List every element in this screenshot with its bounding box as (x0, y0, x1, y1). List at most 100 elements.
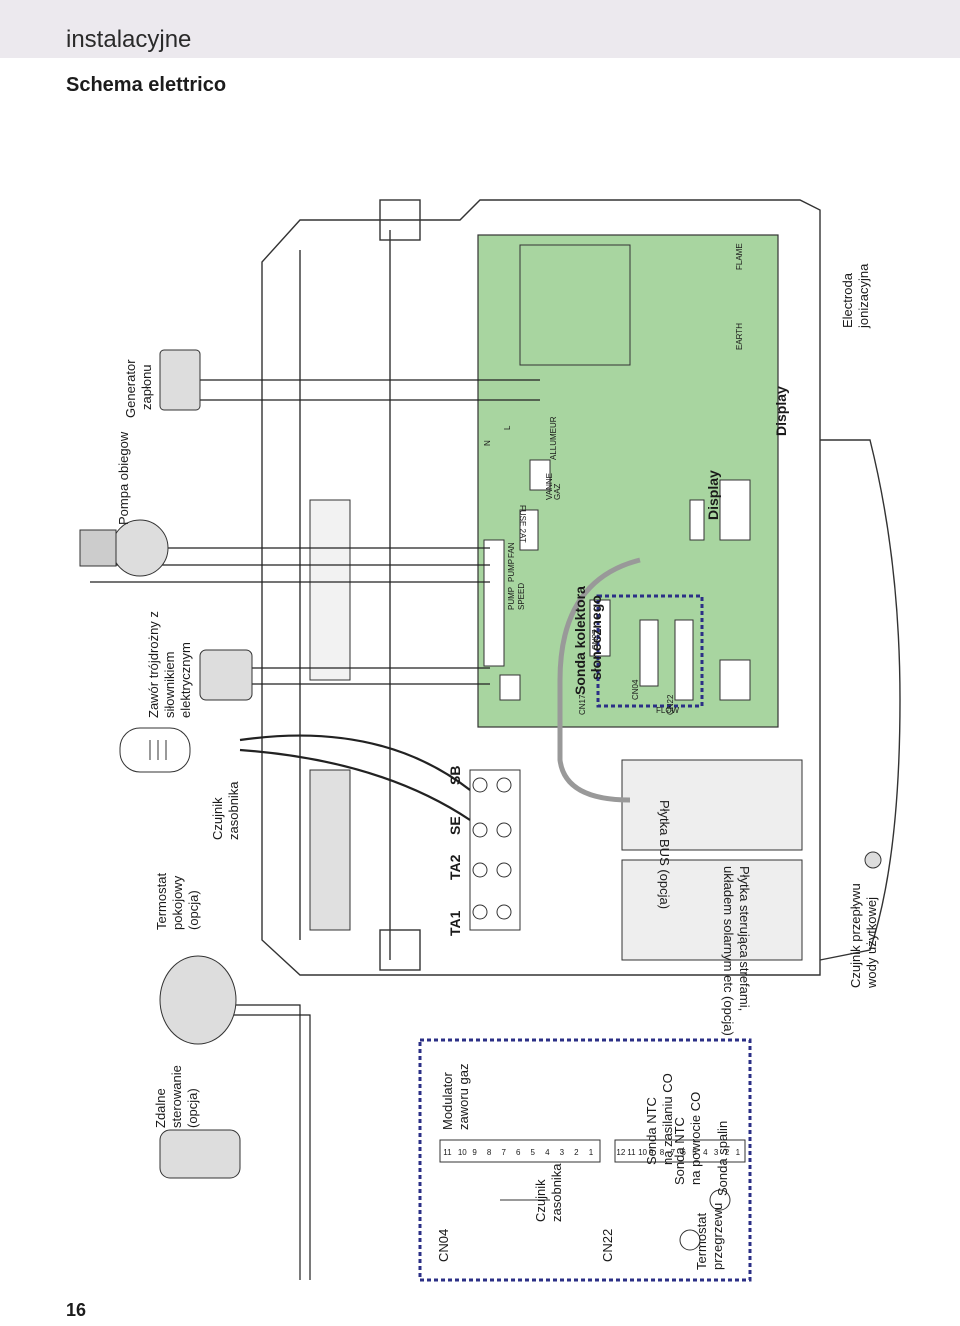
connector-pin: 4 (545, 1148, 550, 1157)
tank-sensor2-label-1: Czujnik (533, 1179, 548, 1222)
terminal-se: SE (447, 816, 463, 835)
ntc-supply-label-1: Sonda NTC (644, 1097, 659, 1165)
terminal-strip (469, 769, 521, 931)
flow-sensor-label-1: Czujnik przepływu (848, 883, 863, 988)
board-earth: EARTH (735, 323, 744, 350)
header-band (0, 0, 960, 58)
pump-label: Pompa obiegow (116, 431, 131, 525)
connector-pin: 11 (627, 1148, 636, 1157)
board-vanne-2: GAZ (553, 483, 562, 500)
circulation-pump (79, 519, 169, 577)
zone-board-label-2: układem solarnym etc (opcja) (721, 866, 736, 1036)
connector-pin: 3 (714, 1148, 719, 1157)
connector-pin: 11 (443, 1148, 452, 1157)
modulator-label-2: zaworu gaz (456, 1064, 471, 1130)
board-fuse: FUSE 2AT (518, 505, 527, 543)
inset-cn04-label: CN04 (436, 1229, 451, 1262)
display-label-right: Display (773, 386, 789, 436)
remote-label-2: sterowanie (169, 1065, 184, 1128)
connector-pin: 6 (681, 1148, 686, 1157)
zone-board (621, 859, 803, 961)
connector-pin: 8 (487, 1148, 492, 1157)
connector-pin: 10 (638, 1148, 647, 1157)
valve-label-3: elektrycznym (178, 642, 193, 718)
generator-label-1: Generator (123, 359, 138, 418)
connector-pin: 3 (560, 1148, 565, 1157)
tank-sensor2-label-2: zasobnika (549, 1163, 564, 1222)
overheat-label-1: Termostat (694, 1213, 709, 1270)
connector-pin: 1 (589, 1148, 594, 1157)
board-cn04: CN04 (631, 679, 640, 700)
board-cn17: CN17 (578, 694, 587, 715)
board-flame: FLAME (735, 243, 744, 270)
connector-pin: 10 (458, 1148, 467, 1157)
connector-pin: 5 (692, 1148, 697, 1157)
connector-pin: 7 (501, 1148, 506, 1157)
bus-board-label: Płytka BUS (opcja) (657, 800, 672, 909)
generator-label-2: zapłonu (139, 364, 154, 410)
connector-pin: 8 (660, 1148, 665, 1157)
ribbon-cable (557, 557, 641, 803)
connector-pin: 2 (725, 1148, 730, 1157)
flow-sensor-probe (864, 851, 882, 869)
board-flow: FLOW (656, 706, 680, 715)
remote-control (159, 1129, 241, 1179)
tank-sensor-label-2: zasobnika (226, 781, 241, 840)
board-connectors (483, 459, 694, 701)
boiler-casing (261, 199, 901, 976)
remote-label-3: (opcja) (185, 1088, 200, 1128)
thermostat-label-1: Termostat (154, 873, 169, 930)
solar-sensor-label-2: słonecznego (588, 595, 604, 680)
board-cn27: CN27 (591, 629, 600, 650)
flow-sensor-label-2: wody użytkowej (864, 897, 879, 989)
terminal-sb: SB (447, 766, 463, 785)
solar-sensor-label-1: Sonda kolektora (572, 586, 588, 695)
room-thermostat (159, 955, 237, 1045)
board-pump-speed-1: PUMP (507, 587, 516, 610)
electrode-label-1: Electroda (840, 272, 855, 328)
inset-box (418, 1038, 752, 1282)
electrode-label-2: jonizacyjna (856, 263, 871, 329)
ignition-generator (159, 349, 201, 411)
connector-pin: 1 (736, 1148, 741, 1157)
bus-outline (596, 594, 704, 708)
ntc-supply-label-2: na zasilaniu CO (660, 1073, 675, 1165)
tank-sensor-symbol (119, 727, 191, 773)
terminal-ta1: TA1 (447, 910, 463, 936)
thermostat-label-3: (opcja) (186, 890, 201, 930)
flue-sensor-label: Sonda spalin (715, 1121, 730, 1196)
remote-label-1: Zdalne (153, 1088, 168, 1128)
left-connector-rail (309, 499, 351, 931)
diagram-title: Schema elettrico (66, 74, 227, 96)
bus-board (621, 759, 803, 851)
three-way-valve (199, 649, 253, 701)
terminal-ta2: TA2 (447, 854, 463, 880)
connector-pin: 12 (616, 1148, 625, 1157)
connector-pin: 4 (703, 1148, 708, 1157)
main-board (477, 234, 779, 728)
valve-label-2: siłownikiem (162, 652, 177, 718)
connector-pin: 2 (574, 1148, 579, 1157)
overheat-label-2: przegrzewu (710, 1203, 725, 1270)
page-number: 16 (66, 1300, 87, 1320)
ntc-return-label-2: na powrocie CO (688, 1092, 703, 1185)
board-vanne-1: VANNE (545, 473, 554, 500)
connector-pin: 9 (472, 1148, 477, 1157)
section-title: instalacyjne (66, 26, 192, 53)
board-pump: PUMP (507, 559, 516, 582)
display-label-main: Display (705, 470, 721, 520)
zone-board-label-1: Płytka sterująca strefami, (737, 866, 752, 1011)
inset-cn22-label: CN22 (600, 1229, 615, 1262)
board-pump-speed-2: SPEED (517, 583, 526, 610)
connector-pin: 5 (531, 1148, 536, 1157)
connector-pin: 6 (516, 1148, 521, 1157)
thermostat-label-2: pokojowy (170, 875, 185, 930)
board-l: L (503, 425, 512, 430)
board-chip (519, 244, 631, 366)
board-fan: FAN (507, 542, 516, 558)
valve-label-1: Zawór trójdrożny z (146, 611, 161, 718)
board-allumeur: ALLUMEUR (549, 416, 558, 460)
